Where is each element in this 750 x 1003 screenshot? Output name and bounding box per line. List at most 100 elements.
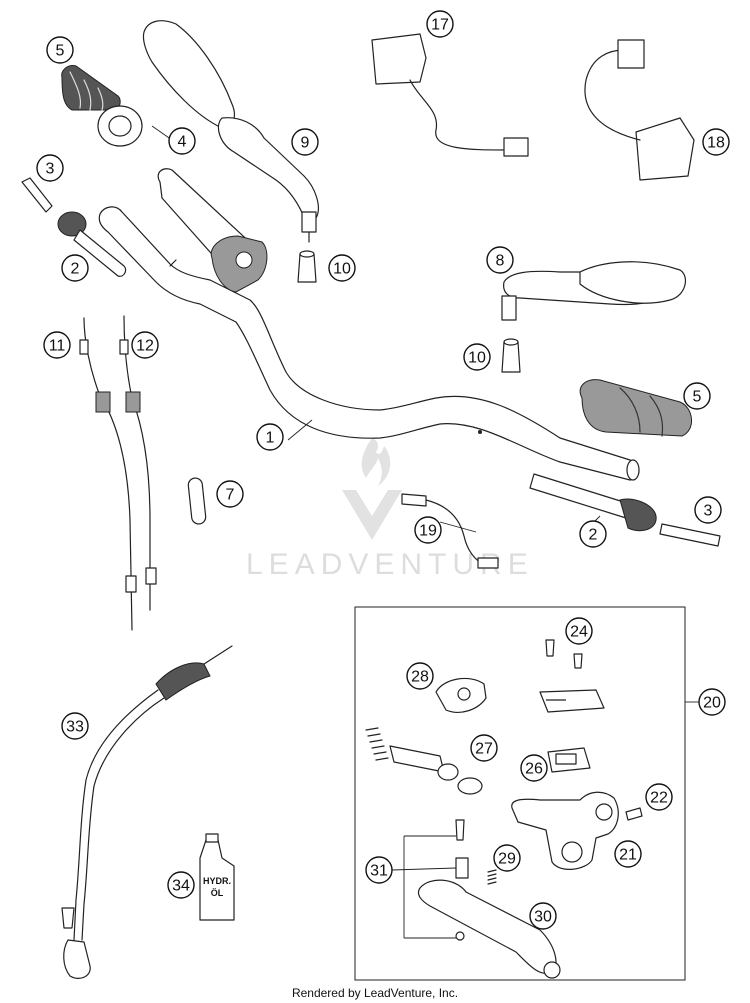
callout-number: 10 xyxy=(468,350,486,367)
right-grip xyxy=(579,379,692,437)
callout-number: 4 xyxy=(178,134,187,151)
leader-lines xyxy=(151,125,601,533)
callout-circle xyxy=(167,871,195,899)
callout-circle xyxy=(61,712,89,740)
callout-number: 18 xyxy=(707,135,725,152)
callout-28: 28 xyxy=(406,662,434,690)
callout-19: 19 xyxy=(414,516,442,544)
callout-number: 2 xyxy=(589,527,598,544)
cover-screws xyxy=(545,639,583,669)
callout-24: 24 xyxy=(565,617,593,645)
callout-number: 30 xyxy=(534,909,552,926)
callout-11: 11 xyxy=(43,331,71,359)
callout-3: 3 xyxy=(36,154,64,182)
callout-number: 24 xyxy=(570,624,588,641)
callout-number: 3 xyxy=(704,503,713,520)
callout-34: 34 xyxy=(167,871,195,899)
callout-circle xyxy=(694,496,722,524)
callout-circle xyxy=(702,128,730,156)
callout-circle xyxy=(168,127,196,155)
callout-number: 7 xyxy=(226,487,235,504)
callout-circle xyxy=(365,856,393,884)
callout-1: 1 xyxy=(256,423,284,451)
callout-31: 31 xyxy=(365,856,393,884)
callout-18: 18 xyxy=(702,128,730,156)
callout-number: 3 xyxy=(46,161,55,178)
left-mirror xyxy=(142,20,319,243)
bar-end-screw-left xyxy=(21,177,53,213)
reservoir-cover xyxy=(539,689,605,713)
callout-circle xyxy=(579,520,607,548)
clutch-assembly-box xyxy=(354,606,700,981)
callout-2: 2 xyxy=(579,520,607,548)
callout-number: 1 xyxy=(266,430,275,447)
callout-number: 22 xyxy=(650,790,668,807)
callout-circle xyxy=(46,36,74,64)
bottle-label-line1: HYDR. xyxy=(203,876,231,886)
callout-circle xyxy=(36,154,64,182)
footer-credit: Rendered by LeadVenture, Inc. xyxy=(291,986,459,1000)
adjuster-screw xyxy=(625,807,643,821)
callout-circle xyxy=(256,423,284,451)
hydraulic-oil-bottle: HYDR. ÖL xyxy=(199,833,235,921)
callout-circle xyxy=(61,254,89,282)
cable-tie xyxy=(187,477,207,525)
callout-22: 22 xyxy=(645,783,673,811)
callout-number: 8 xyxy=(496,253,505,270)
callout-5: 5 xyxy=(683,382,711,410)
right-switch xyxy=(584,39,695,181)
left-switch xyxy=(371,33,529,157)
master-cylinder xyxy=(511,791,619,870)
callout-number: 29 xyxy=(498,851,516,868)
callout-number: 28 xyxy=(411,669,429,686)
callout-number: 5 xyxy=(56,43,65,60)
sensor-cable xyxy=(401,493,499,569)
callout-circle xyxy=(614,840,642,868)
callout-number: 12 xyxy=(136,338,154,355)
hydraulic-line xyxy=(61,645,233,979)
callout-circle xyxy=(43,331,71,359)
callout-circle xyxy=(426,10,454,38)
callout-3: 3 xyxy=(694,496,722,524)
handlebar xyxy=(98,206,640,481)
callout-4: 4 xyxy=(168,127,196,155)
callout-number: 5 xyxy=(693,389,702,406)
callout-number: 2 xyxy=(71,261,80,278)
callout-circle xyxy=(216,480,244,508)
callout-26: 26 xyxy=(520,754,548,782)
bar-end-screw-right xyxy=(659,523,721,547)
mirror-adapter-left xyxy=(297,250,317,283)
clutch-lever xyxy=(417,879,561,979)
callout-number: 17 xyxy=(431,17,449,34)
callout-27: 27 xyxy=(470,734,498,762)
callout-circle xyxy=(486,246,514,274)
callout-5: 5 xyxy=(46,36,74,64)
throttle-cables xyxy=(79,315,157,631)
callout-8: 8 xyxy=(486,246,514,274)
callout-circle xyxy=(291,128,319,156)
callout-circle xyxy=(520,754,548,782)
throttle-grip xyxy=(157,168,268,293)
callout-circle xyxy=(683,382,711,410)
callout-circle xyxy=(131,331,159,359)
callout-9: 9 xyxy=(291,128,319,156)
callout-number: 26 xyxy=(525,761,543,778)
callout-circle xyxy=(493,844,521,872)
callout-circle xyxy=(328,254,356,282)
handlebar-clamp xyxy=(435,677,487,713)
callout-7: 7 xyxy=(216,480,244,508)
bar-end-weight-right xyxy=(529,473,657,532)
left-grip xyxy=(61,65,143,147)
callout-29: 29 xyxy=(493,844,521,872)
right-mirror xyxy=(501,261,687,321)
callout-number: 34 xyxy=(172,878,190,895)
callout-number: 31 xyxy=(370,863,388,880)
callout-number: 33 xyxy=(66,719,84,736)
callout-circle xyxy=(698,688,726,716)
callout-circle xyxy=(470,734,498,762)
callout-10: 10 xyxy=(328,254,356,282)
callout-17: 17 xyxy=(426,10,454,38)
bottle-label-line2: ÖL xyxy=(211,888,224,898)
